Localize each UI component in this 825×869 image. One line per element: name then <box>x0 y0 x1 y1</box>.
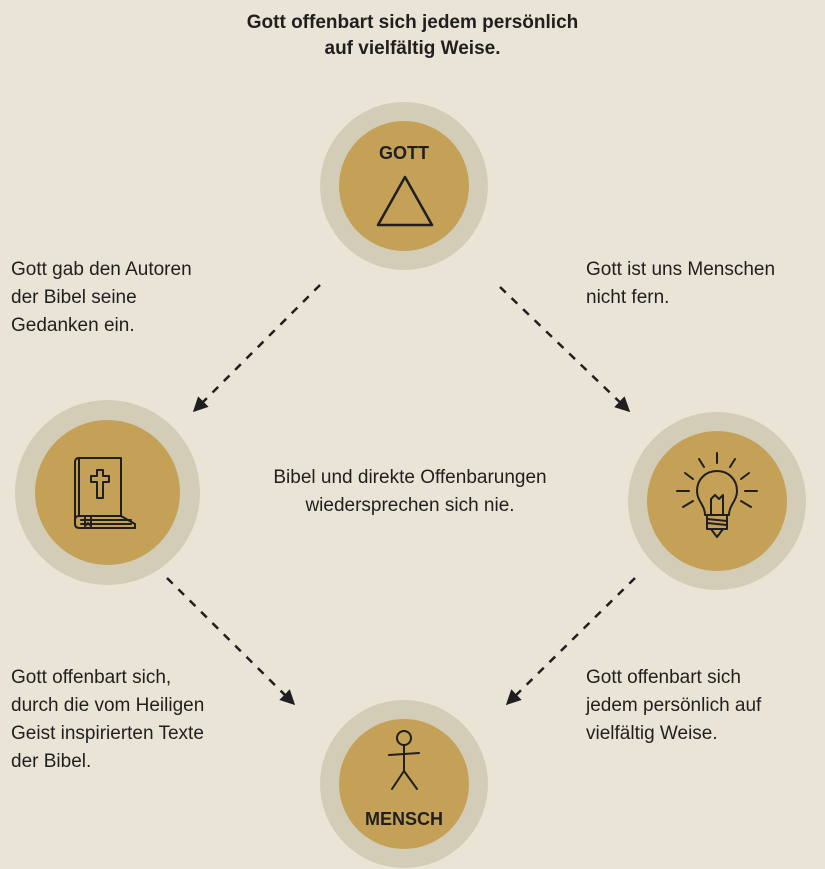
mensch-label: MENSCH <box>364 809 443 829</box>
diagram-title: Gott offenbart sich jedem persönlich auf… <box>0 10 825 62</box>
caption-line: durch die vom Heiligen <box>11 695 205 716</box>
offenbarung-node <box>628 412 806 590</box>
mensch-node: MENSCH <box>320 700 488 868</box>
caption-line: Bibel und direkte Offenbarungen <box>273 467 547 488</box>
caption-line: der Bibel seine <box>11 287 137 308</box>
bibel-node <box>15 400 200 585</box>
caption-line: Gott offenbart sich <box>586 667 741 688</box>
caption-line: wiedersprechen sich nie. <box>305 495 515 516</box>
lightbulb-icon <box>676 452 758 538</box>
mensch-node-core: MENSCH <box>339 719 469 849</box>
caption-line: Gott gab den Autoren <box>11 259 192 280</box>
caption-line: Gott offenbart sich, <box>11 667 172 688</box>
bible-icon <box>74 457 136 529</box>
caption-line: der Bibel. <box>11 751 92 772</box>
arrow-offenbarung-to-mensch <box>505 577 636 706</box>
title-line-2: auf vielfältig Weise. <box>324 38 501 59</box>
title-line-1: Gott offenbart sich jedem persönlich <box>246 12 579 33</box>
caption-line: jedem persönlich auf <box>586 695 762 716</box>
stick-figure-icon <box>388 730 420 790</box>
caption-top-left: Gott gab den Autoren der Bibel seine Ged… <box>11 256 192 340</box>
caption-line: nicht fern. <box>586 287 670 308</box>
arrow-bibel-to-mensch <box>166 577 296 706</box>
triangle-icon <box>376 175 434 227</box>
arrow-gott-to-offenbarung <box>499 286 631 413</box>
caption-center: Bibel und direkte Offenbarungen wiedersp… <box>225 464 595 520</box>
caption-top-right: Gott ist uns Menschen nicht fern. <box>586 256 775 312</box>
caption-bottom-right: Gott offenbart sich jedem persönlich auf… <box>586 664 761 748</box>
arrow-gott-to-bibel <box>192 284 321 413</box>
bibel-node-core <box>35 420 180 565</box>
caption-line: vielfältig Weise. <box>586 723 718 744</box>
caption-line: Gott ist uns Menschen <box>586 259 776 280</box>
gott-label: GOTT <box>379 143 429 163</box>
offenbarung-node-core <box>647 431 787 571</box>
caption-line: Geist inspirierten Texte <box>11 723 204 744</box>
caption-line: Gedanken ein. <box>11 315 135 336</box>
gott-node: GOTT <box>320 102 488 270</box>
caption-bottom-left: Gott offenbart sich, durch die vom Heili… <box>11 664 204 776</box>
gott-node-core: GOTT <box>339 121 469 251</box>
